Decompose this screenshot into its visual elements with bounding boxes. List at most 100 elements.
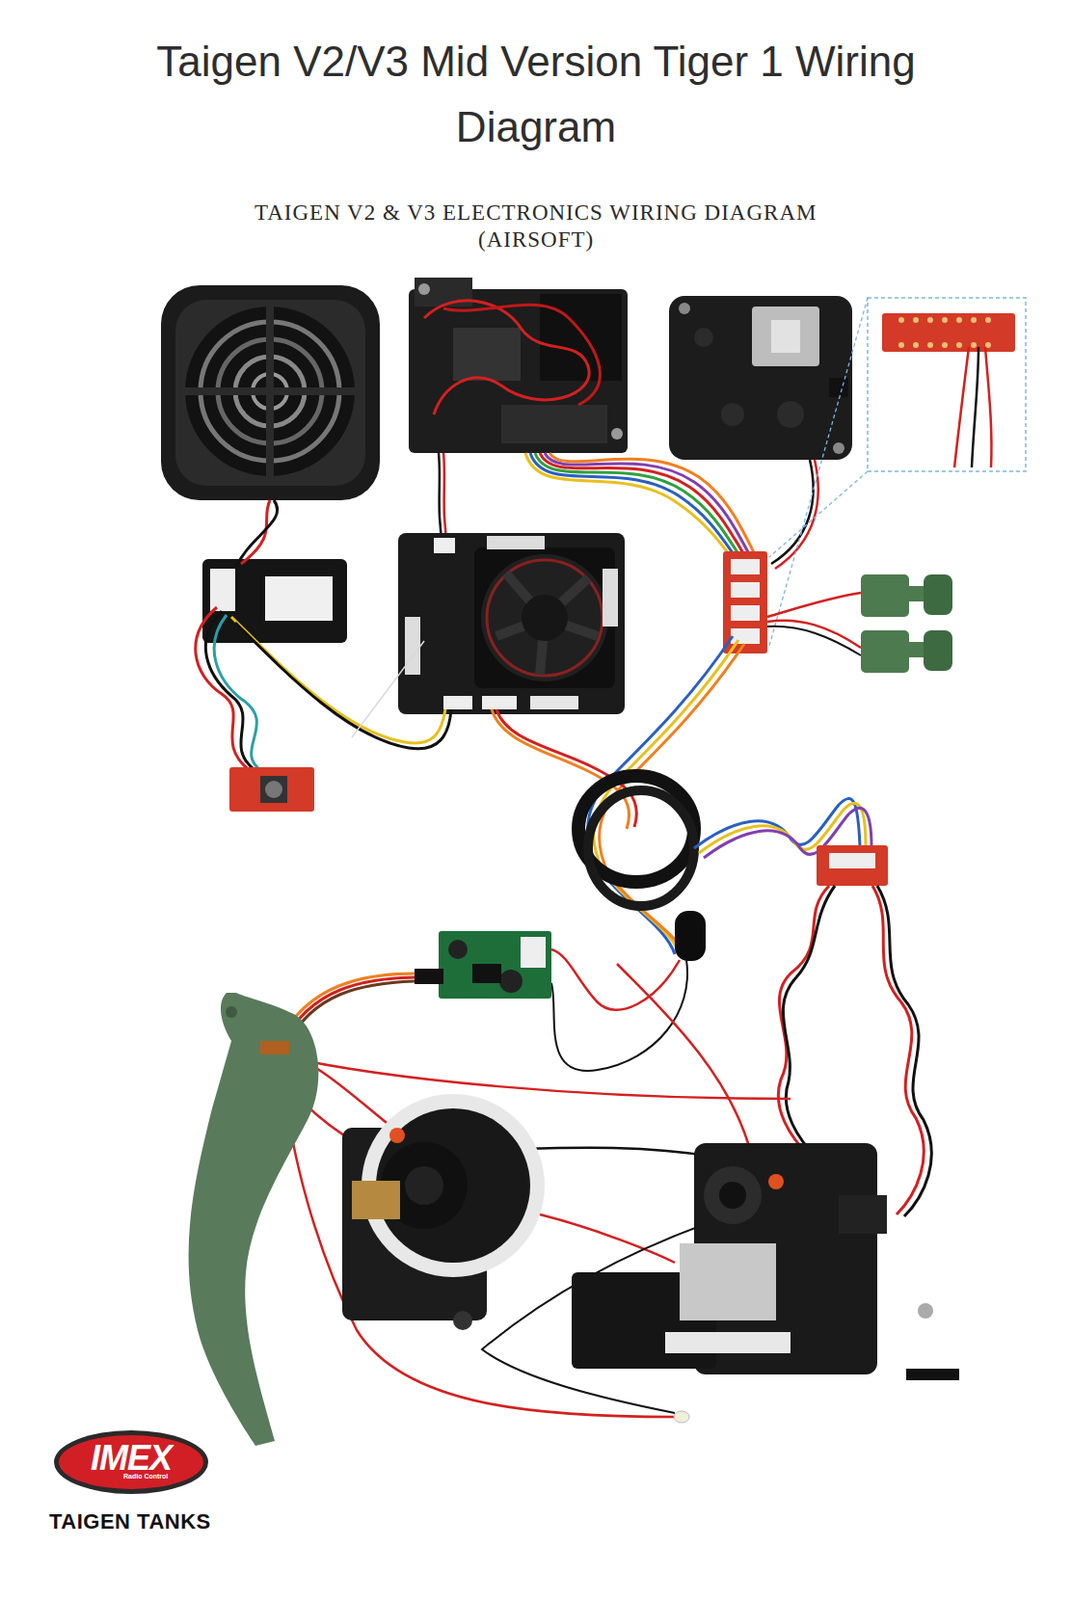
logo-badge: IMEXRadio Control xyxy=(53,1429,210,1496)
wires-part xyxy=(674,911,706,962)
null-part-part xyxy=(898,317,905,323)
main-control-board-part xyxy=(481,554,609,682)
wires-part xyxy=(274,1060,675,1263)
wires-part xyxy=(279,1055,791,1099)
inset-detail-part xyxy=(867,297,1026,472)
speaker-part xyxy=(175,299,366,486)
null-part-part xyxy=(970,342,977,349)
main-control-board-part xyxy=(486,536,545,550)
subtitle: (AIRSOFT) xyxy=(478,227,594,253)
wires-part xyxy=(906,642,926,658)
sound-module-part xyxy=(210,568,236,612)
main-control-board-part xyxy=(486,560,603,676)
null-part-part xyxy=(912,342,919,349)
sound-module-part xyxy=(236,500,278,567)
recoil-unit-part xyxy=(414,277,473,307)
sound-module-part xyxy=(202,559,348,644)
null-part-part xyxy=(912,317,919,323)
airsoft-gearbox-part xyxy=(838,1195,887,1234)
wires-part xyxy=(448,939,468,960)
main-control-board-part xyxy=(482,696,517,710)
turret-gearbox xyxy=(669,295,853,569)
turret-gearbox-part xyxy=(771,320,801,353)
wires-part xyxy=(730,605,760,621)
null-part-part xyxy=(956,342,963,349)
null-part-part xyxy=(898,342,905,349)
main-control-board-part xyxy=(602,568,618,627)
wires-part xyxy=(923,574,953,616)
airsoft-gearbox-part xyxy=(906,1368,960,1381)
turret-gearbox-part xyxy=(669,295,853,460)
wires-part xyxy=(438,931,552,999)
inset-detail-part xyxy=(985,347,992,468)
wires-part xyxy=(231,616,446,744)
wires-part xyxy=(673,1411,690,1423)
volume-board-part xyxy=(260,776,288,804)
wires-part xyxy=(351,641,425,738)
wires-part xyxy=(923,630,953,671)
recoil-unit-part xyxy=(418,283,430,295)
turret-gearbox-part xyxy=(678,302,691,315)
volume-board-part xyxy=(229,767,315,812)
turret-gearbox-part xyxy=(829,377,849,398)
sound-module-part xyxy=(241,500,270,564)
recoil-unit-part xyxy=(408,289,628,454)
wires xyxy=(231,453,953,1423)
airsoft-gearbox-part xyxy=(703,1166,762,1225)
main-control-board xyxy=(398,533,625,715)
inset-detail-part xyxy=(971,347,979,468)
wires-part xyxy=(496,709,637,828)
wires-part xyxy=(520,937,546,968)
recoil-unit-part xyxy=(424,300,590,415)
wires-part xyxy=(906,586,926,602)
null-part-part xyxy=(970,317,977,323)
null-part-part xyxy=(985,317,992,323)
wires-part xyxy=(499,969,523,993)
turret-gearbox-part xyxy=(832,442,845,455)
airsoft-gearbox xyxy=(571,1143,960,1381)
elevation-gearbox xyxy=(342,1094,545,1331)
wires-part xyxy=(588,636,733,955)
wires-part xyxy=(877,885,932,1217)
main-control-board-part xyxy=(530,696,579,710)
main-control-board-part xyxy=(496,573,598,675)
wires-part xyxy=(730,582,760,598)
recoil-unit-part xyxy=(611,428,623,440)
airsoft-gearbox-part xyxy=(917,1303,934,1319)
wires-part xyxy=(767,626,861,656)
main-control-board-part xyxy=(521,594,568,642)
wires-part xyxy=(872,885,924,1215)
sound-module xyxy=(202,500,348,644)
recoil-unit-part xyxy=(501,404,608,444)
wires-part xyxy=(730,628,760,644)
elevation-arm-part xyxy=(188,992,320,1447)
wires-part xyxy=(588,790,695,907)
main-control-board-part xyxy=(474,547,616,689)
elevation-arm-part xyxy=(260,1041,290,1055)
speaker-part xyxy=(185,387,355,396)
turret-gearbox-part xyxy=(694,327,714,348)
wires-part xyxy=(767,620,861,648)
main-control-board-part xyxy=(433,537,456,554)
title: Taigen V2/V3 Mid Version Tiger 1 Wiring … xyxy=(102,28,970,161)
turret-gearbox-part xyxy=(721,402,745,427)
main-control-board-part xyxy=(443,696,473,710)
null-part xyxy=(898,317,992,349)
wires-part xyxy=(777,885,830,1157)
airsoft-gearbox-part xyxy=(665,1332,791,1354)
recoil-unit xyxy=(408,277,628,550)
turret-gearbox-part xyxy=(775,459,819,569)
airsoft-gearbox-part xyxy=(679,1243,777,1321)
main-control-board-part xyxy=(398,533,625,715)
sound-module-part xyxy=(265,576,333,621)
wires-part xyxy=(829,853,876,869)
airsoft-gearbox-part xyxy=(768,1174,784,1190)
elevation-gearbox-part xyxy=(351,1180,401,1220)
null-part-part xyxy=(927,317,934,323)
elevation-gearbox-part xyxy=(404,1166,444,1206)
inset-detail-part xyxy=(882,313,1016,352)
wires-part xyxy=(235,622,452,750)
wires-part xyxy=(616,964,752,1157)
speaker-part xyxy=(185,306,355,477)
